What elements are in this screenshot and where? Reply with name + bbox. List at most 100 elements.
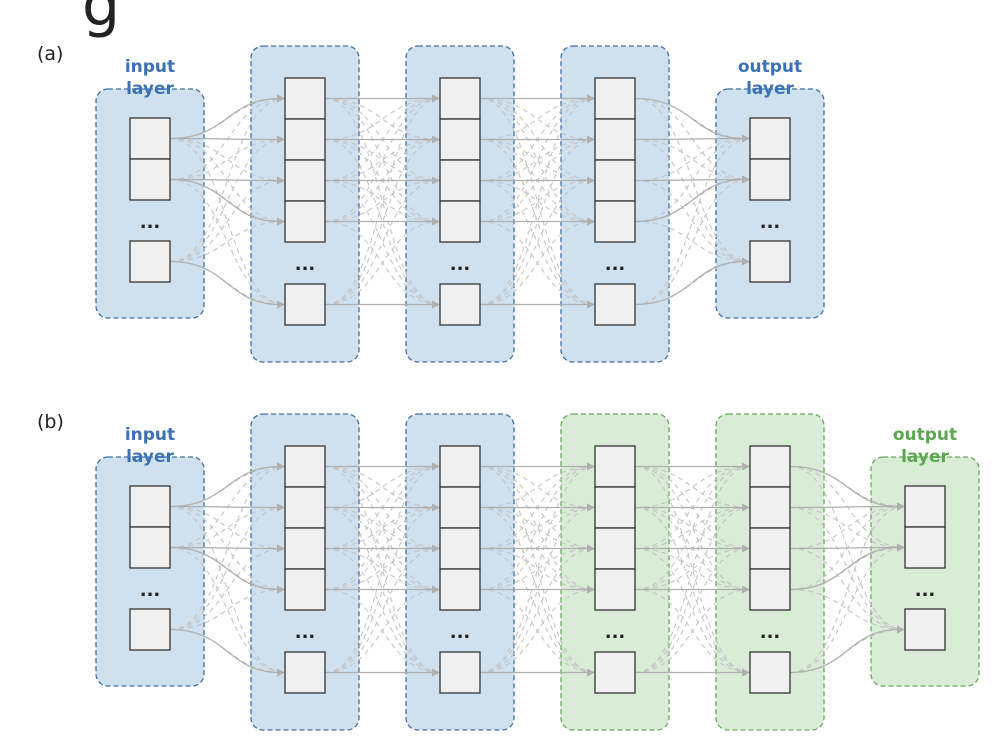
arrowhead xyxy=(277,462,285,471)
arrowhead xyxy=(897,543,905,552)
arrowhead xyxy=(432,300,440,309)
edge-dashed xyxy=(634,465,751,674)
edge-dashed xyxy=(479,465,596,674)
edge-dashed xyxy=(324,138,441,306)
edge-dashed xyxy=(324,179,441,306)
neuron-node xyxy=(284,486,326,529)
ellipsis: ... xyxy=(605,622,626,643)
arrowhead xyxy=(587,668,595,677)
edge-dashed xyxy=(324,547,441,674)
arrowhead xyxy=(432,668,440,677)
edge-dashed xyxy=(789,547,906,631)
edge-dashed xyxy=(324,179,441,306)
input-layer-label: input xyxy=(125,57,175,77)
edge-solid xyxy=(789,546,900,591)
neuron-node xyxy=(594,568,636,611)
edge-solid xyxy=(169,505,280,509)
hidden-nodes: ... xyxy=(284,77,326,326)
edge-dashed xyxy=(169,506,286,631)
neuron-node xyxy=(284,283,326,326)
neuron-node xyxy=(129,608,171,651)
edges xyxy=(169,462,906,677)
edge-dashed xyxy=(324,506,441,674)
input-layer-box xyxy=(95,456,205,687)
neuron-node xyxy=(284,77,326,120)
edge-solid xyxy=(169,137,280,141)
neuron-node xyxy=(284,527,326,570)
neuron-node xyxy=(129,526,171,569)
hidden-nodes: ... xyxy=(439,77,481,326)
edges xyxy=(169,94,751,309)
arrowhead xyxy=(432,544,440,553)
arrowhead xyxy=(277,94,285,103)
input-layer-label: layer xyxy=(126,447,174,467)
edge-solid xyxy=(169,97,280,140)
edge-dashed xyxy=(169,179,286,263)
neuron-node xyxy=(129,158,171,201)
panel-label: (a) xyxy=(37,43,63,65)
hidden-nodes: ... xyxy=(749,445,791,694)
edge-dashed xyxy=(634,137,751,306)
arrowhead xyxy=(587,544,595,553)
edge-dashed xyxy=(479,97,596,306)
edge-dashed xyxy=(479,97,596,223)
edge-dashed xyxy=(324,465,441,591)
edge-dashed xyxy=(324,97,441,223)
ellipsis: ... xyxy=(760,212,781,233)
edge-solid xyxy=(634,97,745,140)
neuron-node xyxy=(129,485,171,528)
arrowhead xyxy=(587,176,595,185)
edge-dashed xyxy=(479,138,596,306)
edge-solid xyxy=(789,546,900,550)
neuron-node xyxy=(749,445,791,488)
edge-dashed xyxy=(479,465,596,591)
edge-dashed xyxy=(169,138,286,263)
edge-solid xyxy=(634,137,745,141)
ellipsis: ... xyxy=(915,580,936,601)
edge-dashed xyxy=(634,506,751,674)
edge-dashed xyxy=(324,97,441,223)
hidden-nodes: ... xyxy=(594,77,636,326)
edge-dashed xyxy=(324,465,441,591)
arrowhead xyxy=(432,503,440,512)
neuron-node xyxy=(284,651,326,694)
edge-dashed xyxy=(789,546,906,674)
neuron-node xyxy=(749,568,791,611)
neuron-node xyxy=(749,527,791,570)
edge-dashed xyxy=(479,547,596,674)
edge-dashed xyxy=(479,179,596,306)
output-nodes: ... xyxy=(904,485,946,651)
edge-dashed xyxy=(324,97,441,306)
edge-dashed xyxy=(324,547,441,674)
edge-dashed xyxy=(479,588,596,674)
neuron-node xyxy=(284,159,326,202)
arrowhead xyxy=(432,217,440,226)
edge-dashed xyxy=(634,178,751,306)
input-nodes: ... xyxy=(129,485,171,651)
neuron-node xyxy=(749,651,791,694)
edge-dashed xyxy=(479,97,596,306)
neuron-node xyxy=(594,486,636,529)
neuron-node xyxy=(129,117,171,160)
arrowhead xyxy=(742,585,750,594)
edge-solid xyxy=(169,628,280,674)
edge-dashed xyxy=(634,506,751,674)
arrowhead xyxy=(277,503,285,512)
hidden-nodes: ... xyxy=(439,445,481,694)
arrowhead xyxy=(277,585,285,594)
neuron-node xyxy=(594,118,636,161)
edge-dashed xyxy=(479,220,596,306)
neuron-node xyxy=(594,283,636,326)
arrowhead xyxy=(742,134,750,143)
edge-dashed xyxy=(634,588,751,674)
edge-solid xyxy=(169,178,280,223)
output-layer-label: layer xyxy=(901,447,949,467)
edge-dashed xyxy=(324,506,441,674)
arrowhead xyxy=(277,300,285,309)
arrowhead xyxy=(742,668,750,677)
edge-dashed xyxy=(634,97,751,263)
neuron-node xyxy=(129,240,171,283)
neuron-node xyxy=(439,486,481,529)
edge-dashed xyxy=(324,220,441,306)
